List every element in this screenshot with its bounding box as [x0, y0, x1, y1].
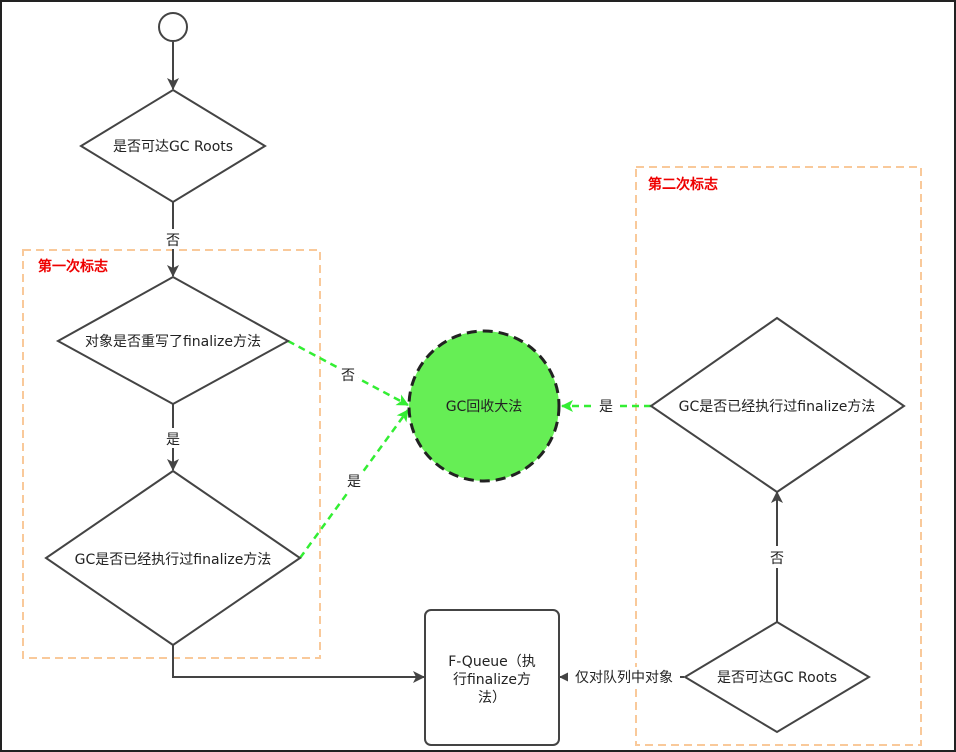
node-executed-finalize-2: GC是否已经执行过finalize方法: [649, 316, 906, 494]
node-executed-finalize-1: GC是否已经执行过finalize方法: [44, 469, 302, 647]
node-fqueue-line-3: 法）: [478, 690, 506, 706]
start-node: [158, 12, 188, 42]
node-reachable-2: 是否可达GC Roots: [683, 620, 871, 734]
node-gc-collect: GC回收大法: [407, 329, 561, 483]
edge-label-yes-1: 是: [166, 432, 180, 448]
decision-diamond: [55, 275, 291, 406]
fqueue-box: [424, 609, 560, 746]
decision-diamond: [79, 88, 267, 204]
edge-executed-1-to-fqueue: [172, 645, 425, 683]
node-fqueue-line-2: 行finalize方: [453, 672, 531, 688]
nodes: 是否可达GC Roots 对象是否重写了finalize方法 GC是否已经执行过…: [44, 12, 906, 746]
edge-label-bg: [164, 428, 182, 448]
node-fqueue: F-Queue（执 行finalize方 法）: [424, 609, 560, 746]
gc-collect-circle: [407, 329, 561, 483]
node-reachable-1-label: 是否可达GC Roots: [113, 139, 233, 155]
edge-label-yes-to-gc: 是: [347, 474, 361, 490]
edge-label-no-1: 否: [166, 233, 180, 249]
edges: 否 是 否 是 仅对队列中对象 否 是: [164, 42, 786, 687]
node-fqueue-line-1: F-Queue（执: [448, 654, 536, 670]
node-overrode-finalize: 对象是否重写了finalize方法: [55, 275, 291, 406]
decision-diamond: [683, 620, 871, 734]
node-reachable-1: 是否可达GC Roots: [79, 88, 267, 204]
edge-label-bg: [344, 471, 364, 491]
edge-label-only-queue-objects: 仅对队列中对象: [575, 670, 673, 686]
edge-label-bg: [596, 396, 616, 416]
edge-label-bg: [768, 546, 786, 568]
decision-diamond: [44, 469, 302, 647]
node-reachable-2-label: 是否可达GC Roots: [717, 670, 837, 686]
group-first-mark: 第一次标志: [22, 249, 321, 659]
group-second-mark: 第二次标志: [635, 166, 922, 746]
group-first-mark-title: 第一次标志: [38, 258, 108, 275]
node-overrode-finalize-label: 对象是否重写了finalize方法: [85, 334, 261, 350]
node-executed-finalize-1-label: GC是否已经执行过finalize方法: [75, 552, 272, 568]
group-second-mark-border: [635, 166, 922, 746]
edge-label-bg: [164, 229, 182, 249]
group-second-mark-title: 第二次标志: [648, 176, 718, 193]
edge-label-bg: [568, 667, 680, 687]
decision-diamond: [649, 316, 906, 494]
edge-label-no-2: 否: [770, 551, 784, 567]
edge-overrode-no-to-gc: [287, 339, 409, 407]
edge-label-no-to-gc: 否: [341, 368, 355, 384]
edge-label-bg: [338, 366, 358, 386]
group-first-mark-border: [22, 249, 321, 659]
edge-label-yes-2: 是: [599, 399, 613, 415]
node-gc-collect-label: GC回收大法: [446, 399, 523, 415]
node-executed-finalize-2-label: GC是否已经执行过finalize方法: [679, 399, 876, 415]
edge-executed-1-yes-to-gc: [298, 409, 410, 559]
